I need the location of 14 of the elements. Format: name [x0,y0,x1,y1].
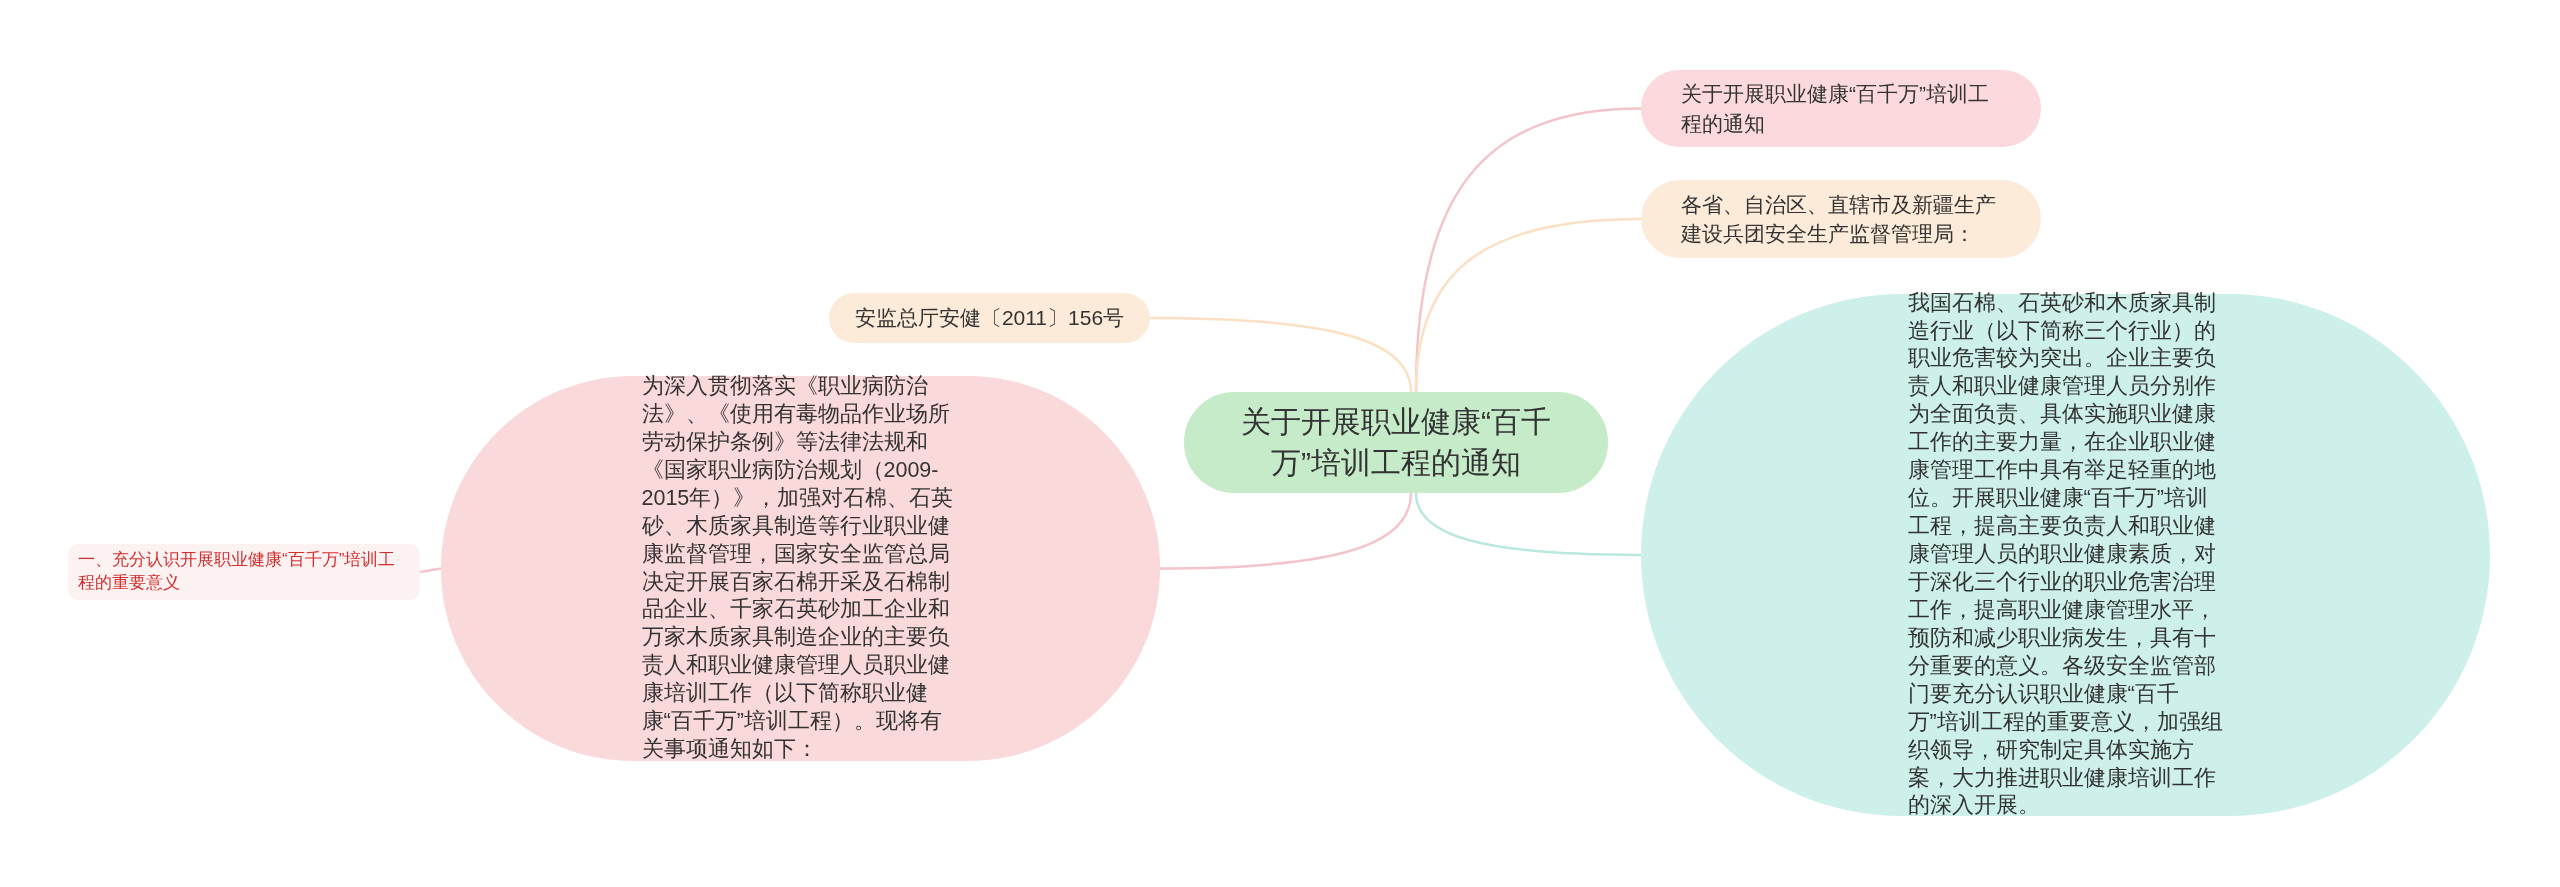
heading-box [68,544,420,600]
node-text: 安监总厅安健〔2011〕156号 [853,305,1126,332]
node-text: 我国石棉、石英砂和木质家具制造行业（以下简称三个行业）的职业危害较为突出。企业主要负责人和职业健康管理人员分别作为全面负责、具体实施职业健康工作的主要力量，在企业职业健康管理工作中具有举足轻重的地位。开展职业健康“百千万”培训工程，提高主要负责人和职业健康管理人员的职业健康素质，对于深化三个行业的职业危害治理工作，提高职业健康管理水平，预防和减少职业病发生，具有十分重要的意义。各级安全监管部门要充分认识职业健康“百千万”培训工程的重要意义，加强组织领导，研究制定具体实施方案，大力推进职业健康培训工作的深入开展。 [1907,289,2224,820]
node-text: 一、充分认识开展职业健康“百千万”培训工程的重要意义 [78,549,397,594]
topic-bubble [829,293,1150,343]
connector-line [1414,492,1641,557]
node-text: 为深入贯彻落实《职业病防治法》、《使用有毒物品作业场所劳动保护条例》等法律法规和《国家职业病防治规划（2009-2015年）》，加强对石棉、石英砂、木质家具制造等行业职业健康监督管理，国家安全监管总局决定开展百家石棉开采及石棉制品企业、千家石英砂加工企业和万家木质家具制造企业的主要负责人和职业健康管理人员职业健康培训工作（以下简称职业健康“百千万”培训工程）。现将有关事项通知如下： [641,372,955,764]
connector-line [1150,316,1413,393]
connector-line [1414,217,1642,393]
node-text: 关于开展职业健康“百千万”培训工程的通知 [1240,404,1552,481]
node-text: 关于开展职业健康“百千万”培训工程的通知 [1681,81,1990,137]
connector-line [1160,492,1413,570]
connector-line [419,567,442,574]
node-text: 各省、自治区、直辖市及新疆生产建设兵团安全生产监督管理局： [1681,191,1997,247]
